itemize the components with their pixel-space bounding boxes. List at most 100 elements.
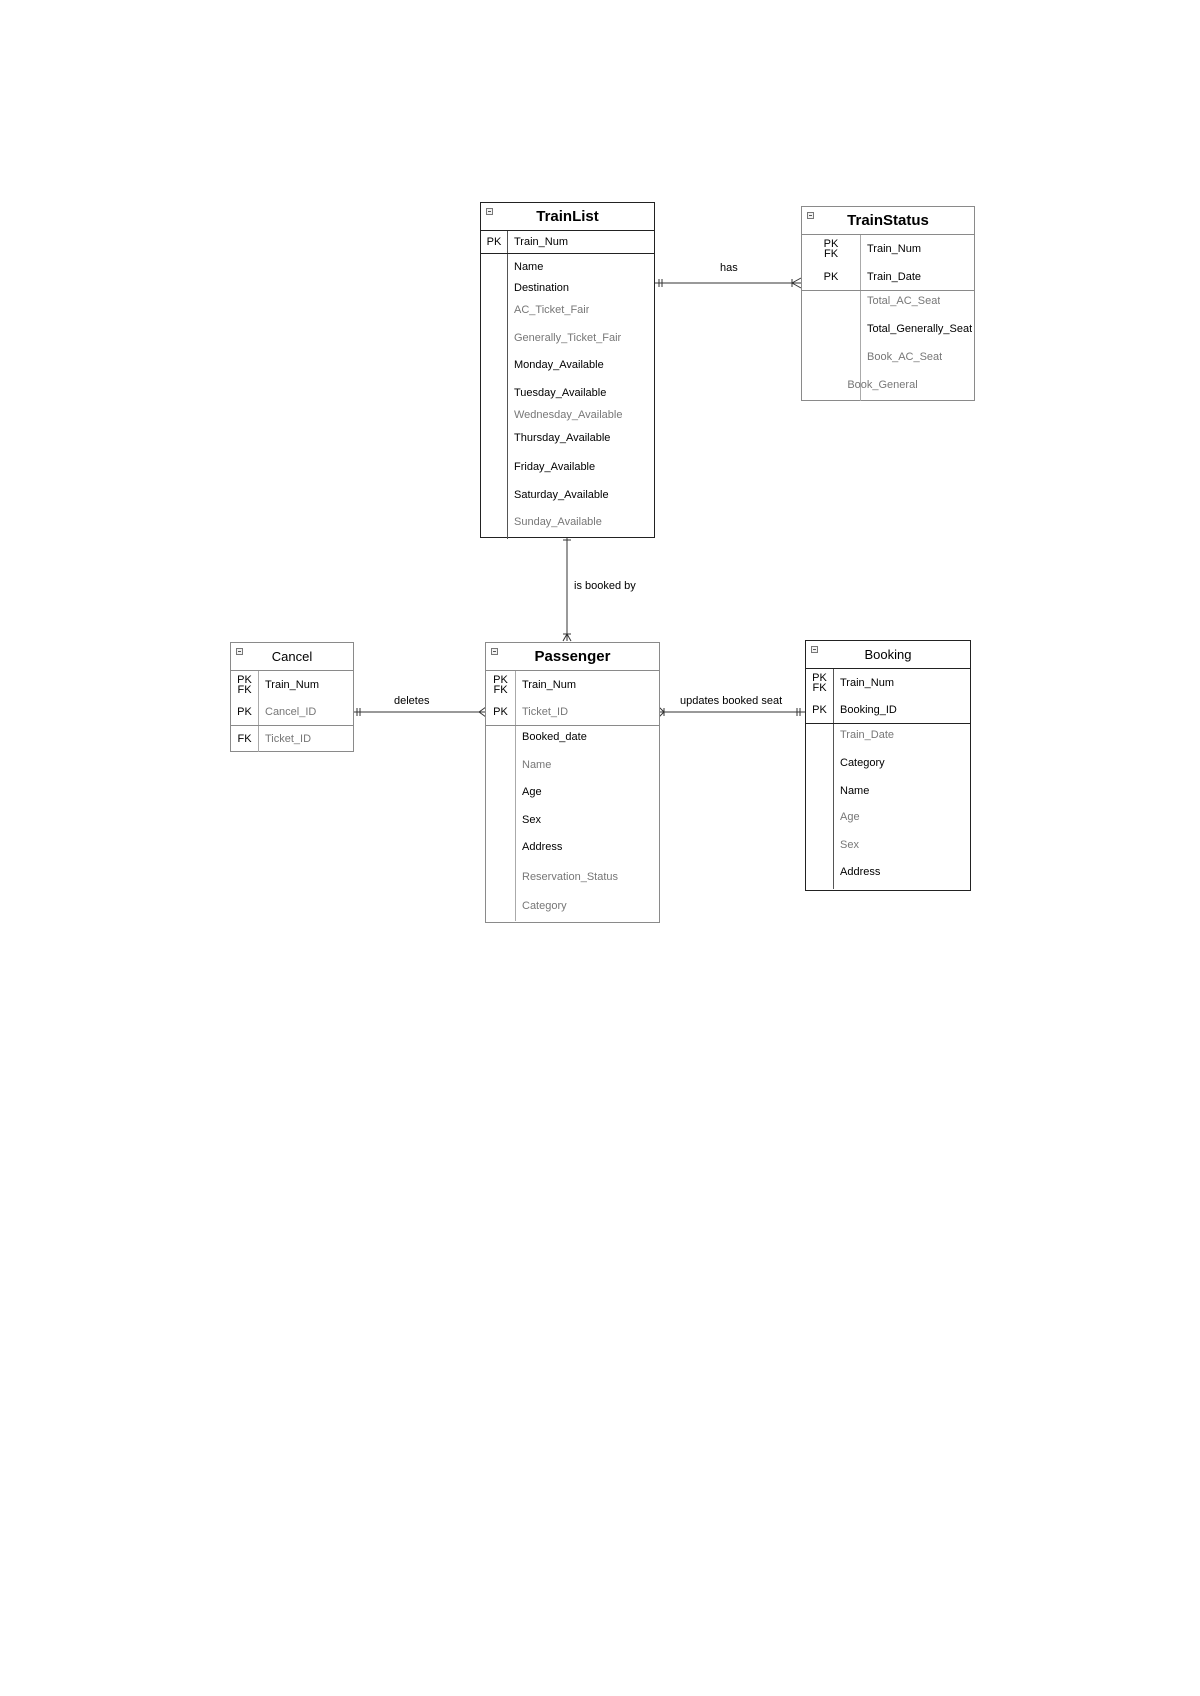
entity-keys: PK FK Train_Num PK Train_Date (802, 235, 974, 291)
attribute-row: Total_AC_Seat (802, 294, 940, 308)
field-name: Sunday_Available (514, 516, 602, 528)
entity-booking[interactable]: Booking PK FK Train_Num PK Booking_ID Tr… (805, 640, 971, 891)
key-row: PK Ticket_ID (486, 699, 659, 725)
rel-line-updates-booked-seat (658, 706, 805, 718)
entity-attributes: Total_AC_Seat Total_Generally_Seat Book_… (802, 291, 974, 401)
entity-keys: PK FK Train_Num PK Booking_ID (806, 669, 970, 724)
entity-title: TrainStatus (847, 212, 929, 229)
key-label: PK FK (812, 672, 827, 694)
entity-attributes: Train_Date Category Name Age Sex Address (806, 724, 970, 889)
rel-line-deletes (353, 706, 487, 718)
field-name: Wednesday_Available (514, 409, 623, 421)
key-label: PK FK (823, 238, 839, 260)
attribute-row: Address (806, 865, 880, 879)
attribute-row: Thursday_Available (481, 431, 610, 445)
attribute-row: Saturday_Available (481, 488, 609, 502)
field-name: Cancel_ID (265, 706, 317, 718)
field-name: Age (522, 786, 542, 798)
attribute-row: Total_Generally_Seat (802, 322, 972, 336)
entity-header: Booking (806, 641, 970, 669)
collapse-icon[interactable] (486, 208, 493, 215)
key-label: PK (823, 270, 839, 283)
entity-title: TrainList (536, 208, 599, 225)
entity-attributes: FK Ticket_ID (231, 726, 353, 752)
attribute-row: Monday_Available (481, 358, 604, 372)
field-name: Booked_date (522, 731, 587, 743)
field-name: Total_AC_Seat (867, 295, 941, 307)
attribute-row: Age (486, 785, 542, 799)
attribute-row: Destination (481, 281, 569, 295)
attribute-row: Tuesday_Available (481, 386, 606, 400)
key-label: PK FK (237, 674, 252, 696)
field-name: Book_Generally_Seat (847, 379, 918, 391)
entity-title: Booking (864, 647, 912, 662)
key-row: PK Booking_ID (806, 697, 970, 723)
field-name: Name (840, 785, 870, 797)
field-name: Train_Num (265, 679, 319, 691)
field-name: Friday_Available (514, 461, 596, 473)
field-name: Address (522, 841, 563, 853)
collapse-icon[interactable] (491, 648, 498, 655)
entity-keys: PK FK Train_Num PK Cancel_ID (231, 671, 353, 726)
attribute-row: Sex (806, 838, 859, 852)
attribute-row: Friday_Available (481, 460, 595, 474)
attribute-row: Reservation_Status (486, 870, 618, 884)
field-name: Generally_Ticket_Fair (514, 332, 622, 344)
field-name: Saturday_Available (514, 489, 609, 501)
attribute-row: AC_Ticket_Fair (481, 303, 589, 317)
key-label: FK (237, 733, 252, 745)
attribute-row: Booked_date (486, 730, 587, 744)
attribute-row: Train_Date (806, 728, 894, 742)
entity-title: Passenger (534, 648, 611, 665)
key-row: PK FK Train_Num (231, 671, 353, 699)
collapse-icon[interactable] (807, 212, 814, 219)
field-name: Thursday_Available (514, 432, 611, 444)
key-row: PK FK Train_Num (802, 235, 974, 263)
key-row: PK FK Train_Num (806, 669, 970, 697)
field-name: Sex (522, 814, 541, 826)
attribute-row: Sex (486, 813, 541, 827)
entity-keys: PK Train_Num (481, 231, 654, 254)
attribute-row: Book_AC_Seat (802, 350, 942, 364)
key-label: PK (493, 706, 508, 718)
entity-trainstatus[interactable]: TrainStatus PK FK Train_Num PK Train_Dat… (801, 206, 975, 401)
entity-header: TrainList (481, 203, 654, 231)
collapse-icon[interactable] (236, 648, 243, 655)
field-name: Name (522, 759, 552, 771)
field-name: Total_Generally_Seat (867, 323, 973, 335)
key-row: PK Train_Num (481, 231, 654, 253)
attribute-row: Category (806, 756, 885, 770)
attribute-row: Book_Generally_Seat (802, 378, 918, 392)
attribute-row: Category (486, 899, 567, 913)
attribute-row: Wednesday_Available (481, 408, 622, 422)
key-label: PK (486, 236, 502, 248)
entity-title: Cancel (271, 649, 313, 664)
rel-label-has: has (720, 262, 738, 274)
entity-trainlist[interactable]: TrainList PK Train_Num Name Destination … (480, 202, 655, 539)
field-name: Destination (514, 282, 570, 294)
entity-header: Passenger (486, 643, 659, 671)
field-name: Train_Num (522, 679, 576, 691)
field-name: Train_Date (867, 270, 922, 283)
field-name: Sex (840, 839, 859, 851)
field-name: AC_Ticket_Fair (514, 304, 590, 316)
field-name: Booking_ID (840, 704, 897, 716)
field-name: Address (840, 866, 881, 878)
field-name: Ticket_ID (522, 706, 569, 718)
entity-keys: PK FK Train_Num PK Ticket_ID (486, 671, 659, 726)
field-name: Ticket_ID (265, 733, 312, 745)
rel-line-has (654, 277, 802, 289)
key-label: PK (237, 706, 252, 718)
key-label: PK FK (493, 674, 508, 696)
entity-attributes: Name Destination AC_Ticket_Fair Generall… (481, 254, 654, 539)
entity-cancel[interactable]: Cancel PK FK Train_Num PK Cancel_ID FK T… (230, 642, 354, 752)
collapse-icon[interactable] (811, 646, 818, 653)
attribute-row: Name (481, 260, 543, 274)
attribute-row: Name (806, 784, 869, 798)
key-row: PK Train_Date (802, 263, 974, 290)
entity-passenger[interactable]: Passenger PK FK Train_Num PK Ticket_ID B… (485, 642, 660, 923)
entity-header: Cancel (231, 643, 353, 671)
attribute-row: FK Ticket_ID (231, 726, 353, 752)
